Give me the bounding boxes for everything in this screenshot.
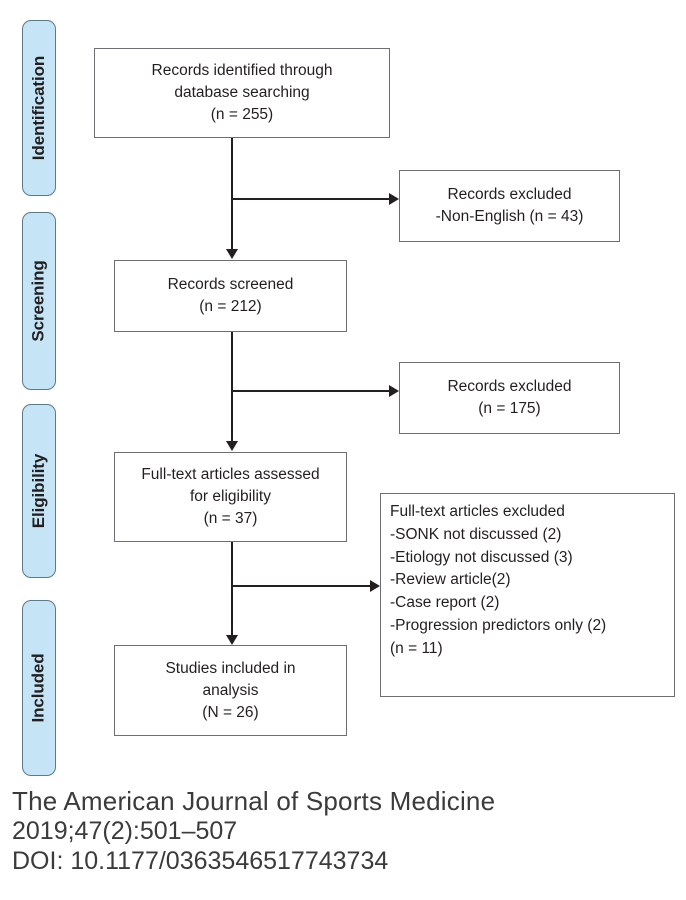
arrowhead-fulltext-to-included (226, 635, 238, 645)
connector-to-excluded-screening (231, 390, 392, 392)
box-records-excluded-non-english: Records excluded -Non-English (n = 43) (399, 170, 620, 242)
box-fulltext-excluded: Full-text articles excluded -SONK not di… (380, 493, 675, 697)
arrowhead-to-fulltext-excluded (370, 580, 380, 592)
box-records-excluded-screening-line-1: Records excluded (447, 378, 572, 395)
citation-block: The American Journal of Sports Medicine … (12, 786, 682, 876)
box-studies-included-line-2: analysis (202, 681, 259, 699)
box-studies-included-line-1: Studies included in (165, 659, 296, 677)
box-studies-included: Studies included in analysis (N = 26) (114, 645, 347, 736)
box-records-identified: Records identified through database sear… (94, 48, 390, 138)
stage-label-screening-text: Screening (29, 260, 49, 342)
stage-label-eligibility-text: Eligibility (29, 453, 48, 529)
connector-fulltext-to-included (231, 542, 233, 639)
arrowhead-screened-to-fulltext (226, 441, 238, 451)
box-records-excluded-screening: Records excluded (n = 175) (399, 362, 620, 434)
connector-screened-to-fulltext (231, 332, 233, 443)
box-records-excluded-non-english-line-1: Records excluded (447, 186, 572, 203)
box-fulltext-excluded-line-4: -Review article(2) (390, 571, 511, 589)
box-records-identified-line-1: Records identified through (151, 62, 333, 79)
stage-label-included-text: Included (29, 653, 48, 723)
box-records-identified-line-2: database searching (174, 84, 310, 101)
box-records-screened-line-2: (n = 212) (199, 298, 262, 315)
box-fulltext-excluded-line-5: -Case report (2) (390, 594, 500, 612)
stage-label-identification-text: Identification (29, 55, 49, 161)
stage-label-included: Included (22, 600, 56, 776)
box-fulltext-excluded-line-6: -Progression predictors only (2) (390, 616, 607, 634)
arrowhead-to-excluded-non-english (389, 193, 399, 205)
arrowhead-identified-to-screened (226, 249, 238, 259)
box-fulltext-assessed-line-1: Full-text articles assessed (141, 466, 320, 483)
citation-volume-pages: 2019;47(2):501–507 (12, 817, 238, 846)
box-fulltext-excluded-line-7: (n = 11) (390, 639, 443, 657)
box-fulltext-excluded-line-3: -Etiology not discussed (3) (390, 548, 573, 566)
citation-journal-title: The American Journal of Sports Medicine (12, 786, 496, 816)
box-records-excluded-screening-line-2: (n = 175) (478, 400, 541, 417)
box-fulltext-excluded-line-2: -SONK not discussed (2) (390, 525, 562, 543)
stage-label-eligibility: Eligibility (22, 404, 56, 578)
box-fulltext-excluded-line-1: Full-text articles excluded (390, 503, 565, 520)
box-fulltext-assessed: Full-text articles assessed for eligibil… (114, 452, 347, 542)
stage-label-screening: Screening (22, 212, 56, 390)
box-fulltext-assessed-line-2: for eligibility (190, 488, 271, 505)
box-records-identified-line-3: (n = 255) (210, 106, 274, 123)
citation-doi: DOI: 10.1177/0363546517743734 (12, 847, 389, 876)
stage-label-identification: Identification (22, 20, 56, 196)
box-studies-included-line-3: (N = 26) (202, 703, 259, 721)
connector-to-excluded-non-english (231, 198, 392, 200)
box-records-screened-line-1: Records screened (167, 276, 294, 293)
box-records-excluded-non-english-line-2: -Non-English (n = 43) (435, 208, 584, 225)
connector-identified-to-screened (231, 138, 233, 251)
arrowhead-to-excluded-screening (389, 385, 399, 397)
connector-to-fulltext-excluded (231, 585, 373, 587)
box-fulltext-assessed-line-3: (n = 37) (203, 510, 258, 527)
box-records-screened: Records screened (n = 212) (114, 260, 347, 332)
